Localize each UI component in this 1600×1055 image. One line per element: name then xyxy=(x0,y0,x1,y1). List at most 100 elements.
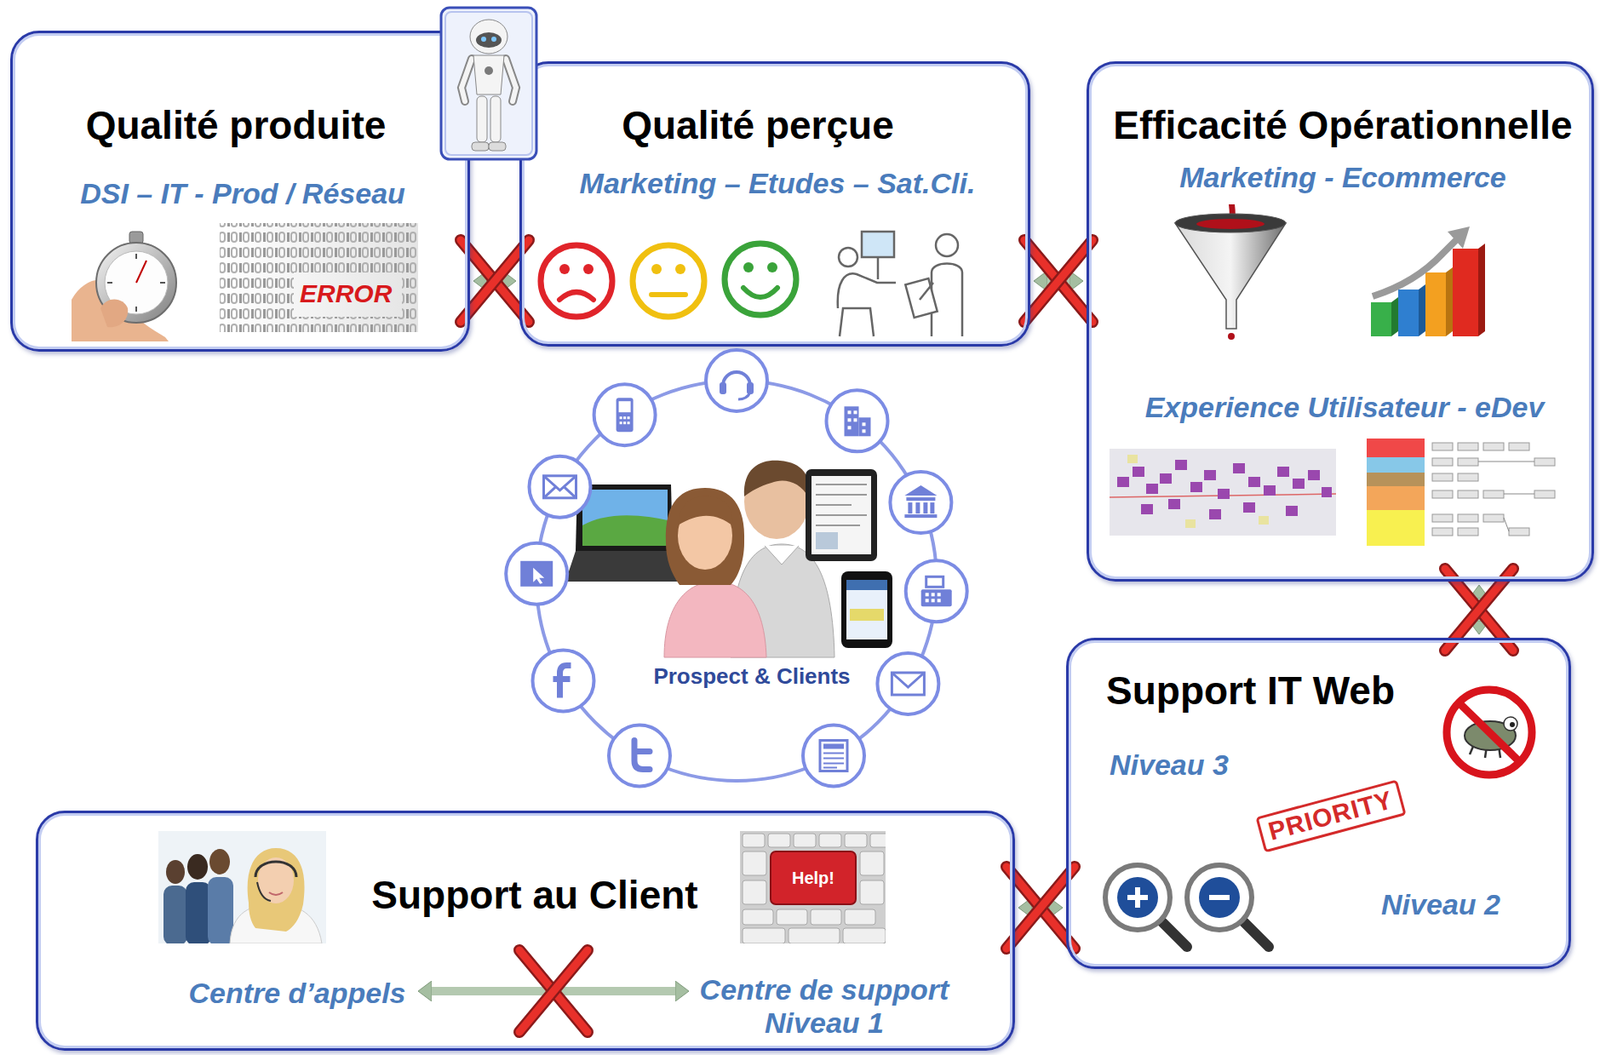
flowchart-picture xyxy=(1366,472,1425,487)
web-click-icon xyxy=(520,561,553,587)
robot-picture xyxy=(461,58,472,102)
mobile-phone-icon xyxy=(627,421,631,425)
box-title: Support au Client xyxy=(371,872,698,918)
customer-survey-icon xyxy=(839,308,874,337)
sticky-notes-photo xyxy=(1132,466,1145,477)
growth-chart-picture xyxy=(1478,243,1486,337)
robot-picture xyxy=(461,58,472,102)
sticky-notes-photo xyxy=(1185,519,1196,528)
help-keyboard-photo xyxy=(793,833,816,848)
flowchart-picture xyxy=(1478,461,1535,532)
stopwatch-picture xyxy=(100,298,128,327)
priority-stamp: PRIORITY xyxy=(1255,779,1407,852)
flowchart-picture xyxy=(1432,527,1453,536)
mobile-phone-icon xyxy=(623,416,626,419)
bank-icon xyxy=(907,502,912,514)
robot-picture xyxy=(484,66,494,75)
happy-face xyxy=(724,243,797,316)
flowchart-picture xyxy=(1432,514,1453,522)
channel-ring xyxy=(536,380,937,781)
cash-register-icon xyxy=(931,598,935,603)
phone-picture xyxy=(846,579,888,640)
sub-process: Centre d’appels xyxy=(179,973,415,1015)
robot-picture xyxy=(473,55,505,95)
tablet-picture xyxy=(815,493,867,496)
broken-link-cross xyxy=(1006,866,1075,949)
cash-register-icon xyxy=(937,598,941,603)
facebook-icon xyxy=(533,650,595,712)
twitter-icon xyxy=(634,740,650,770)
growth-chart-picture xyxy=(1418,284,1426,337)
call-center-photo xyxy=(166,860,185,884)
flowchart-picture xyxy=(1483,514,1504,522)
broken-link-cross xyxy=(519,950,588,1033)
robot-picture xyxy=(505,58,517,102)
flowchart-picture xyxy=(1457,490,1479,499)
headset-icon xyxy=(722,372,751,386)
call-center-photo xyxy=(207,877,234,944)
headset-icon xyxy=(719,382,727,395)
flowchart-picture xyxy=(1457,458,1479,466)
twitter-icon xyxy=(608,725,671,787)
customer-survey-icon xyxy=(861,231,895,258)
building-icon xyxy=(854,410,858,414)
help-keyboard-photo xyxy=(742,880,767,905)
broken-link-cross xyxy=(519,950,588,1033)
growth-chart-picture xyxy=(1452,248,1479,337)
building-icon xyxy=(862,429,866,433)
newspaper-icon xyxy=(823,757,844,760)
cash-register-icon xyxy=(925,592,941,603)
happy-face xyxy=(724,243,797,316)
newspaper-icon xyxy=(823,752,844,755)
mobile-phone-icon xyxy=(594,384,656,446)
sticky-notes-photo xyxy=(1243,502,1256,513)
broken-link-cross xyxy=(460,240,529,322)
robot-picture xyxy=(439,5,539,161)
tablet-picture xyxy=(815,524,861,527)
box-subtitle: Marketing - Ecommerce xyxy=(1179,160,1507,195)
sticky-notes-photo xyxy=(1258,516,1269,525)
sticky-notes-photo xyxy=(1277,466,1290,477)
sticky-notes-photo xyxy=(1109,448,1337,536)
process-box: Support au ClientCentre d’appels Centre d… xyxy=(35,810,1016,1051)
robot-picture xyxy=(441,7,537,160)
mobile-phone-icon xyxy=(623,421,626,425)
help-keyboard-photo xyxy=(844,833,867,848)
mail-icon xyxy=(529,456,591,518)
flowchart-picture xyxy=(1366,510,1425,546)
robot-picture xyxy=(481,36,487,42)
bank-icon xyxy=(889,471,952,534)
building-icon xyxy=(848,418,852,422)
box-subtitle: Centre de support Niveau 1 xyxy=(697,973,952,1040)
growth-chart-picture xyxy=(1391,297,1399,337)
zoom-out-magnifier xyxy=(1198,877,1240,918)
call-center-photo xyxy=(269,892,283,895)
tablet-picture xyxy=(805,469,878,562)
box-title: Support IT Web xyxy=(1106,668,1395,714)
broken-link-cross xyxy=(519,950,588,1033)
newspaper-icon xyxy=(802,725,865,787)
sticky-notes-photo xyxy=(1307,470,1320,481)
box-subtitle: Experience Utilisateur - eDev xyxy=(1145,390,1545,425)
sticky-notes-photo xyxy=(1209,509,1222,520)
web-click-icon xyxy=(505,543,568,605)
growth-chart-picture xyxy=(1398,289,1419,337)
man-figure xyxy=(764,545,799,565)
building-icon xyxy=(862,422,866,426)
sticky-notes-photo xyxy=(1232,463,1245,474)
flowchart-picture xyxy=(1483,442,1504,451)
broken-link-cross xyxy=(1006,866,1075,949)
tablet-picture xyxy=(811,475,872,555)
sticky-notes-photo xyxy=(1168,498,1181,510)
mail-icon xyxy=(529,456,591,518)
building-icon xyxy=(848,410,852,414)
box-subtitle: DSI – IT - Prod / Réseau xyxy=(80,177,406,211)
broken-link-cross xyxy=(1024,240,1093,322)
help-keyboard-photo xyxy=(742,851,767,876)
sticky-notes-photo xyxy=(1217,488,1230,499)
mobile-phone-icon xyxy=(619,401,631,413)
help-keyboard-photo xyxy=(742,909,774,925)
flowchart-picture xyxy=(1457,442,1479,451)
zoom-in-magnifier xyxy=(1117,877,1159,918)
tablet-picture xyxy=(815,504,852,506)
